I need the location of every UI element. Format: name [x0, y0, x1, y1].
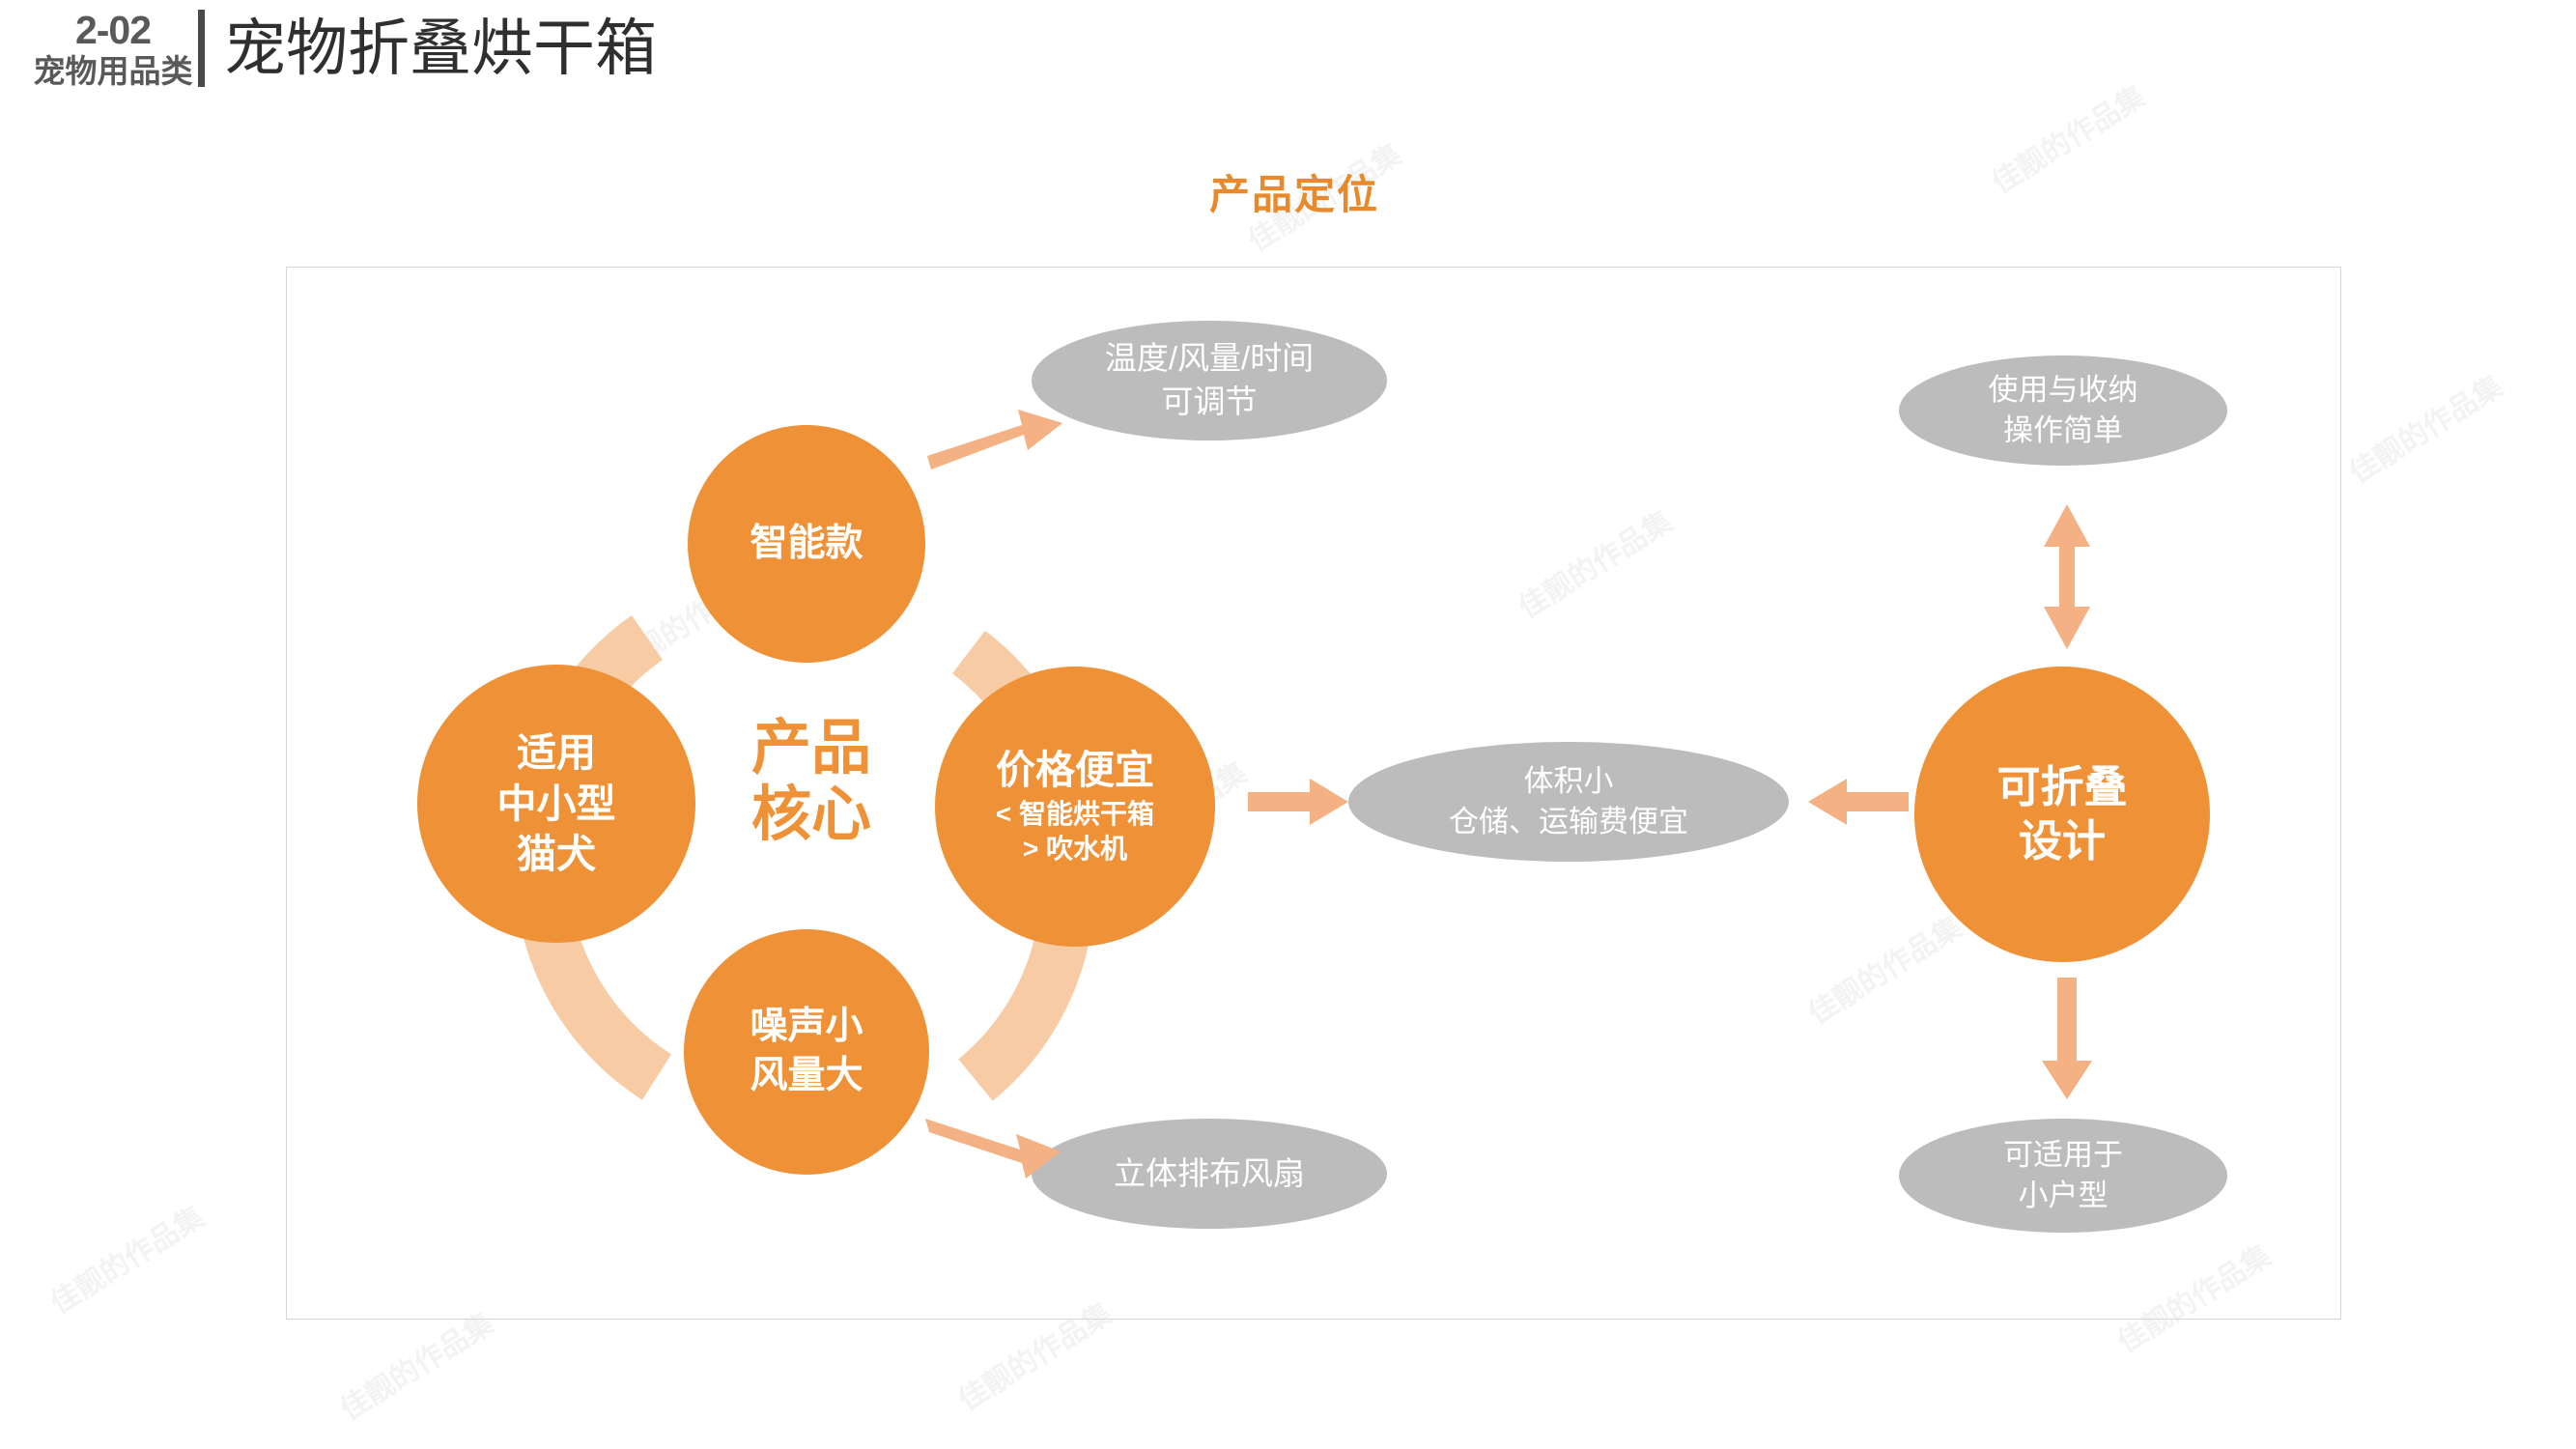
header-code-block: 2-02 宠物用品类 [21, 8, 205, 91]
header-category: 宠物用品类 [33, 53, 193, 89]
ellipse-adjustable-line1: 温度/风量/时间 [1104, 340, 1315, 377]
circle-price-sub2: > 吹水机 [1022, 834, 1128, 865]
ellipse-small-home-line2: 小户型 [2018, 1179, 2109, 1212]
circle-noise-air-line1: 噪声小 [750, 1006, 863, 1048]
ellipse-volume[interactable]: 体积小 仓储、运输费便宜 [1348, 742, 1789, 862]
circle-pet-size[interactable]: 适用 中小型 猫犬 [417, 665, 695, 943]
page-header: 2-02 宠物用品类 宠物折叠烘干箱 [0, 0, 2576, 106]
circle-smart-line1: 智能款 [750, 522, 863, 564]
watermark: 佳靓的作品集 [44, 1201, 210, 1321]
circle-pet-size-line1: 适用 [517, 730, 596, 776]
content-panel [286, 267, 2341, 1320]
circle-foldable-line2: 设计 [2018, 816, 2106, 866]
circle-pet-size-line2: 中小型 [496, 781, 616, 826]
ellipse-fan-layout-line1: 立体排布风扇 [1114, 1154, 1305, 1191]
header-divider [198, 10, 205, 87]
circle-foldable[interactable]: 可折叠 设计 [1914, 667, 2210, 962]
circle-foldable-line1: 可折叠 [1996, 761, 2128, 811]
circle-noise-air-line2: 风量大 [750, 1055, 863, 1096]
section-title: 产品定位 [1208, 172, 1379, 217]
circle-price-sub1: < 智能烘干箱 [995, 799, 1155, 830]
ellipse-adjustable-line2: 可调节 [1161, 384, 1258, 419]
ellipse-volume-line2: 仓储、运输费便宜 [1449, 805, 1688, 838]
core-label-line1: 产品 [750, 715, 871, 781]
ellipse-volume-line1: 体积小 [1523, 763, 1614, 798]
core-label: 产品 核心 [695, 715, 927, 849]
ellipse-easy-use-line2: 操作简单 [2003, 413, 2123, 447]
circle-price-line1: 价格便宜 [996, 747, 1154, 792]
ellipse-small-home-line1: 可适用于 [2003, 1137, 2123, 1172]
header-code: 2-02 [74, 8, 152, 52]
watermark: 佳靓的作品集 [2343, 370, 2508, 490]
ellipse-small-home[interactable]: 可适用于 小户型 [1899, 1119, 2227, 1233]
ellipse-fan-layout[interactable]: 立体排布风扇 [1032, 1119, 1387, 1229]
ellipse-adjustable[interactable]: 温度/风量/时间 可调节 [1032, 321, 1387, 440]
page-title: 宠物折叠烘干箱 [224, 14, 657, 83]
core-label-line2: 核心 [750, 781, 871, 849]
ellipse-easy-use-line1: 使用与收纳 [1988, 372, 2138, 407]
ellipse-easy-use[interactable]: 使用与收纳 操作简单 [1899, 355, 2227, 466]
circle-smart[interactable]: 智能款 [688, 425, 925, 663]
circle-noise-air[interactable]: 噪声小 风量大 [684, 929, 929, 1175]
circle-price[interactable]: 价格便宜 < 智能烘干箱 > 吹水机 [935, 667, 1215, 947]
circle-pet-size-line3: 猫犬 [517, 832, 596, 877]
